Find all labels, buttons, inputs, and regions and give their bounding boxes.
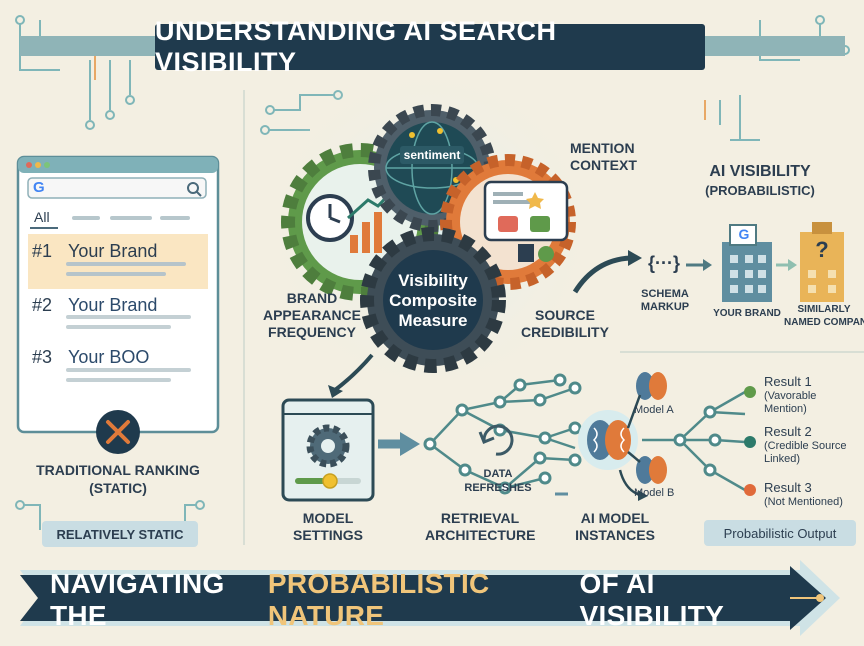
mention-label: MENTION (570, 140, 635, 156)
brain-a-icon (636, 372, 667, 400)
result-2-title: Result 2 (764, 424, 812, 439)
your-brand-label: YOUR BRAND (713, 308, 781, 319)
result-1-title: Result 1 (764, 374, 812, 389)
settings-label: SETTINGS (292, 527, 363, 543)
sentiment-label: sentiment (403, 148, 461, 162)
result-1-note-1: (Vavorable (764, 390, 817, 402)
result-2-note-2: Linked) (764, 453, 801, 465)
result-3-dot (744, 484, 756, 496)
schema-icon: {···} (648, 253, 680, 273)
building-your-brand (722, 224, 772, 302)
arrow-to-schema (572, 255, 631, 294)
appearance-label: APPEARANCE (262, 307, 361, 323)
tab-all: All (34, 209, 50, 225)
brain-b-icon (636, 456, 667, 484)
brain-icon (587, 420, 631, 460)
source-label: SOURCE (535, 307, 595, 323)
traditional-ranking-label: TRADITIONAL RANKING (36, 462, 200, 478)
refresh-icon (478, 424, 514, 456)
retrieval-nodes (423, 373, 582, 495)
similar-label-2: NAMED COMPANY (784, 317, 864, 328)
result-1-brand: Your Brand (68, 241, 158, 261)
ai-model-label: AI MODEL (580, 510, 650, 526)
rank-1: #1 (32, 241, 53, 261)
building-similar-company (800, 222, 844, 302)
arrow-to-settings (333, 353, 374, 392)
result-2-dot (744, 436, 756, 448)
credibility-label: CREDIBILITY (521, 324, 609, 340)
bottom-highlight: PROBABILISTIC NATURE (267, 568, 490, 631)
result-2-brand: Your Brand (68, 295, 158, 315)
rank-2: #2 (32, 295, 53, 315)
question-mark-icon: ? (815, 237, 829, 262)
model-label: MODEL (302, 510, 354, 526)
google-logo: G (33, 179, 45, 196)
context-label: CONTEXT (570, 157, 637, 173)
result-2-note-1: (Credible Source (764, 440, 847, 452)
relatively-static-pill: RELATIVELY STATIC (42, 521, 198, 547)
result-3-note-1: (Not Mentioned) (764, 496, 843, 508)
visibility-label: Visibility (398, 271, 468, 290)
ai-visibility-title: AI VISIBILITY (709, 163, 811, 180)
rank-3: #3 (32, 347, 53, 367)
refreshes-label: REFRESHES (464, 482, 532, 494)
google-mini-logo: G (738, 226, 750, 242)
x-mark-icon (96, 410, 140, 454)
schema-label-1: SCHEMA (641, 288, 689, 300)
bottom-arrow-banner (20, 560, 840, 636)
composite-label: Composite (389, 291, 477, 310)
schema-label-2: MARKUP (640, 301, 690, 313)
measure-label: Measure (398, 311, 468, 330)
title-stripe-left (20, 36, 155, 56)
model-settings-box (281, 398, 375, 502)
architecture-label: ARCHITECTURE (425, 527, 536, 543)
output-nodes (673, 405, 722, 477)
bottom-banner-text: NAVIGATING THE PROBABILISTIC NATURE OF A… (50, 568, 780, 631)
brand-label: BRAND (286, 290, 338, 306)
model-a-label: Model A (634, 404, 674, 416)
probabilistic-output-pill: Probabilistic Output (704, 520, 856, 546)
retrieval-label: RETRIEVAL (440, 510, 520, 526)
title-stripe-right (705, 36, 845, 56)
result-3-title: Result 3 (764, 480, 812, 495)
instances-label: INSTANCES (575, 527, 655, 543)
similar-label-1: SIMILARLY (797, 304, 851, 315)
gear-center (360, 227, 506, 373)
traditional-static-label: (STATIC) (89, 480, 147, 496)
frequency-label: FREQUENCY (268, 324, 356, 340)
ai-visibility-subtitle: (PROBABILISTIC) (705, 183, 815, 198)
result-1-dot (744, 386, 756, 398)
bottom-part-1: NAVIGATING THE (50, 568, 225, 631)
bottom-part-2: OF AI VISIBILITY (579, 568, 725, 631)
model-b-label: Model B (634, 487, 675, 499)
result-1-note-2: Mention) (764, 403, 807, 415)
result-3-brand: Your BOO (68, 347, 150, 367)
page-title: UNDERSTANDING AI SEARCH VISIBILITY (155, 16, 705, 77)
data-label: DATA (483, 468, 513, 480)
